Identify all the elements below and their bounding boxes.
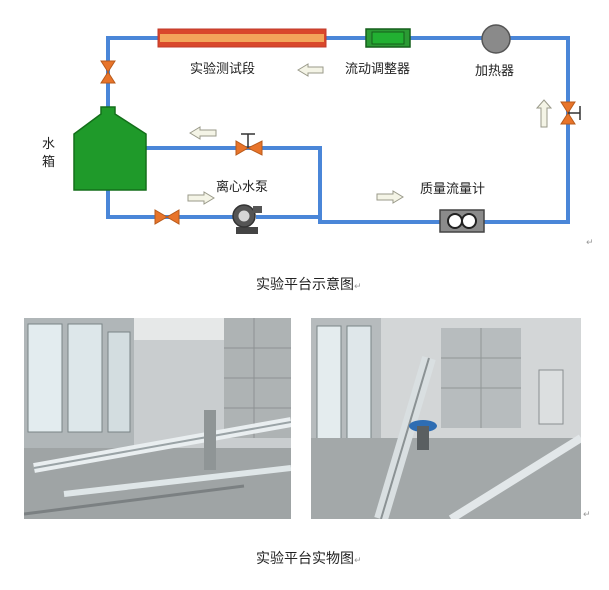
flow-arrow-right: [535, 99, 553, 128]
test-section: [157, 28, 327, 48]
centrifugal-pump: [232, 204, 262, 234]
pump-label: 离心水泵: [216, 180, 269, 195]
test-section-label: 实验测试段: [190, 62, 256, 77]
flow-arrow-pump: [187, 191, 215, 205]
tank-label-2: 箱: [42, 155, 56, 170]
return-line-valve: [560, 101, 581, 125]
paragraph-mark: ↵: [354, 282, 362, 292]
schematic-caption-text: 实验平台示意图: [256, 277, 354, 293]
schematic-diagram: [73, 24, 581, 234]
tank-outlet-valve: [100, 60, 116, 84]
schematic-caption: 实验平台示意图↵: [256, 274, 362, 294]
lab-photo-right: [311, 318, 581, 519]
flow-arrow-bypass: [189, 126, 217, 140]
heater: [481, 24, 511, 54]
mass-flowmeter: [439, 209, 485, 233]
lab-photo-left: [24, 318, 291, 519]
flow-arrow-top: [297, 63, 324, 77]
flow-arrow-meter: [376, 190, 404, 204]
bypass-valve: [235, 133, 263, 156]
pipe-network: [106, 36, 570, 224]
flow-regulator: [365, 28, 411, 48]
paragraph-mark: ↵: [586, 238, 594, 248]
paragraph-mark: ↵: [583, 510, 591, 520]
heater-label: 加热器: [475, 64, 515, 79]
flowmeter-label: 质量流量计: [420, 182, 486, 197]
paragraph-mark: ↵: [354, 556, 362, 566]
flow-regulator-label: 流动调整器: [345, 62, 411, 77]
water-tank: [73, 106, 147, 191]
tank-label-1: 水: [42, 137, 56, 152]
photo-caption-text: 实验平台实物图: [256, 551, 354, 567]
pump-inlet-valve: [154, 209, 180, 225]
photo-caption: 实验平台实物图↵: [256, 548, 362, 568]
